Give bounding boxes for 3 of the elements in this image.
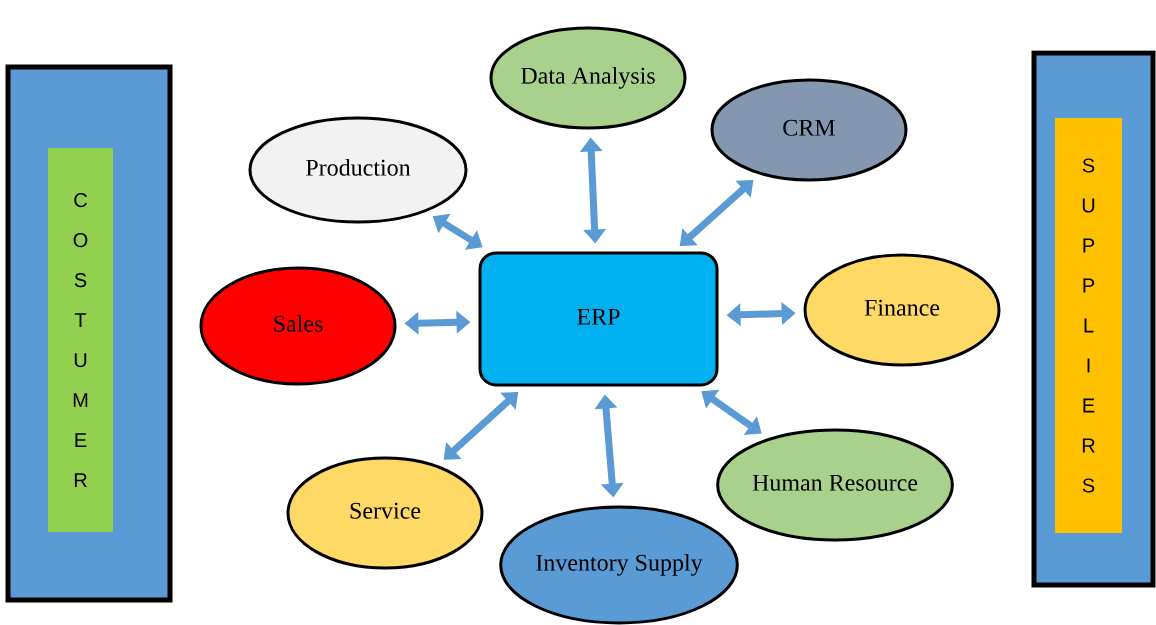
erp-box: ERP — [478, 251, 719, 387]
supplier-band: SUPPLIERS — [1055, 118, 1122, 533]
customer-band: COSTUMER — [48, 148, 113, 532]
